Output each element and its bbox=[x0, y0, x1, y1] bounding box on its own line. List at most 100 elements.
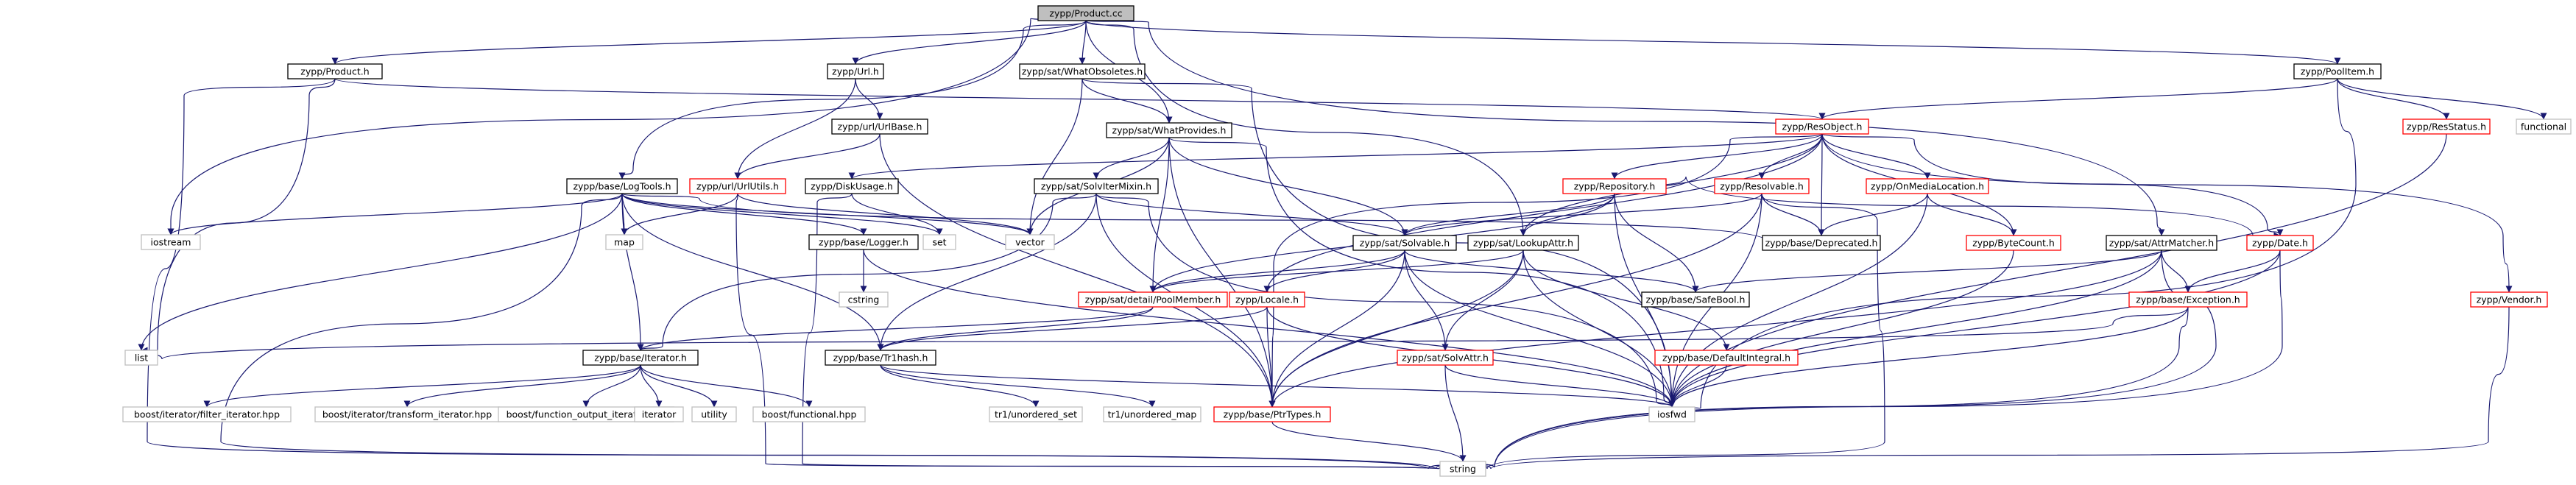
edge-whatprovides_h-to-poolmember_h bbox=[1149, 137, 1170, 293]
edge-iterator_h-to-utility bbox=[640, 364, 718, 408]
edge-tr1hash_h-to-iosfwd bbox=[880, 364, 1676, 408]
node-attrmatcher-h[interactable]: zypp/sat/AttrMatcher.h bbox=[2106, 235, 2217, 251]
node-label: zypp/DiskUsage.h bbox=[811, 181, 893, 192]
node-urlbase-h[interactable]: zypp/url/UrlBase.h bbox=[831, 118, 928, 135]
node-whatprovides-h[interactable]: zypp/sat/WhatProvides.h bbox=[1106, 122, 1232, 138]
node-label: zypp/Url.h bbox=[832, 66, 879, 77]
node-bytecount-h[interactable]: zypp/ByteCount.h bbox=[1966, 235, 2061, 251]
node-box bbox=[1034, 178, 1159, 194]
edge-lookupattr_h-to-iosfwd bbox=[1522, 249, 1676, 408]
node-logger-h[interactable]: zypp/base/Logger.h bbox=[808, 234, 919, 250]
node-label: zypp/OnMediaLocation.h bbox=[1871, 181, 1984, 192]
edge-resobject_h-to-ptrtypes_h bbox=[1268, 133, 1823, 408]
node-box bbox=[2402, 118, 2491, 135]
node-repository-h[interactable]: zypp/Repository.h bbox=[1562, 178, 1667, 194]
node-label: boost/function_output_iterator.hpp bbox=[507, 409, 666, 420]
node-resstatus-h[interactable]: zypp/ResStatus.h bbox=[2402, 118, 2491, 135]
node-label: zypp/base/Iterator.h bbox=[594, 353, 687, 364]
node-iterator-h[interactable]: zypp/base/Iterator.h bbox=[582, 350, 699, 366]
edge-product_h-to-list bbox=[141, 78, 336, 354]
node-defaultintegral-h[interactable]: zypp/base/DefaultIntegral.h bbox=[1654, 350, 1799, 366]
node-label: boost/functional.hpp bbox=[762, 409, 857, 420]
edge-logtools_h-to-logger_h bbox=[621, 193, 867, 236]
node-diskusage-h[interactable]: zypp/DiskUsage.h bbox=[805, 178, 899, 194]
edge-url_h-to-urlutils_h bbox=[734, 78, 856, 180]
node-date-h[interactable]: zypp/Date.h bbox=[2246, 235, 2314, 251]
edge-poolitem_h-to-functional bbox=[2337, 78, 2547, 120]
node-label: zypp/sat/SolvAttr.h bbox=[1402, 353, 1489, 364]
node-iosfwd: iosfwd bbox=[1648, 406, 1695, 422]
edge-onmedialocation_h-to-bytecount_h bbox=[1927, 193, 2017, 236]
edge-resobject_h-to-locale_h bbox=[1263, 133, 1823, 293]
node-ptrtypes-h[interactable]: zypp/base/PtrTypes.h bbox=[1213, 406, 1331, 422]
edge-solvable_h-to-iosfwd bbox=[1404, 249, 1676, 408]
edge-poolitem_h-to-resstatus_h bbox=[2337, 78, 2450, 120]
node-label: zypp/sat/AttrMatcher.h bbox=[2109, 238, 2214, 249]
edge-logtools_h-to-string bbox=[220, 193, 1467, 470]
node-exception-h[interactable]: zypp/base/Exception.h bbox=[2128, 291, 2248, 308]
node-lookupattr-h[interactable]: zypp/sat/LookupAttr.h bbox=[1467, 235, 1579, 251]
node-solvable-h[interactable]: zypp/sat/Solvable.h bbox=[1352, 235, 1457, 251]
node-locale-h[interactable]: zypp/Locale.h bbox=[1229, 291, 1305, 308]
node-deprecated-h[interactable]: zypp/base/Deprecated.h bbox=[1762, 235, 1881, 251]
node-list: list bbox=[124, 350, 158, 366]
node-box bbox=[1966, 235, 2061, 251]
edge-iterator_h-to-transform_iterator bbox=[403, 364, 641, 408]
node-logtools-h[interactable]: zypp/base/LogTools.h bbox=[566, 178, 678, 194]
node-label: iterator bbox=[642, 409, 677, 420]
node-urlutils-h[interactable]: zypp/url/UrlUtils.h bbox=[689, 178, 786, 194]
node-label: zypp/base/PtrTypes.h bbox=[1224, 409, 1321, 420]
edge-whatprovides_h-to-solvitermixin_h bbox=[1093, 137, 1170, 180]
node-root[interactable]: zypp/Product.cc bbox=[1037, 5, 1135, 21]
node-onmedialocation-h[interactable]: zypp/OnMediaLocation.h bbox=[1866, 178, 1989, 194]
edge-tr1hash_h-to-unordered_set bbox=[880, 364, 1040, 408]
edge-whatobsoletes_h-to-whatprovides_h bbox=[1081, 78, 1173, 124]
edge-root-to-whatobsoletes_h bbox=[1079, 20, 1087, 65]
node-label: zypp/sat/LookupAttr.h bbox=[1473, 238, 1573, 249]
node-poolitem-h[interactable]: zypp/PoolItem.h bbox=[2293, 63, 2382, 79]
edge-diskusage_h-to-string bbox=[802, 193, 1467, 470]
node-label: zypp/url/UrlUtils.h bbox=[696, 181, 779, 192]
node-box bbox=[1641, 291, 1750, 308]
node-box bbox=[141, 234, 201, 250]
edge-resobject_h-to-deprecated_h bbox=[1818, 133, 1825, 236]
edge-logtools_h-to-set bbox=[621, 193, 943, 236]
node-label: functional bbox=[2521, 121, 2566, 132]
node-label: boost/iterator/filter_iterator.hpp bbox=[134, 409, 280, 420]
node-box bbox=[566, 178, 678, 194]
node-label: zypp/base/LogTools.h bbox=[573, 181, 671, 192]
node-resolvable-h[interactable]: zypp/Resolvable.h bbox=[1714, 178, 1810, 194]
node-tr1hash-h[interactable]: zypp/base/Tr1hash.h bbox=[825, 350, 936, 366]
edge-product_h-to-resobject_h bbox=[334, 78, 1825, 120]
node-box bbox=[2516, 118, 2572, 135]
node-solvitermixin-h[interactable]: zypp/sat/SolvIterMixin.h bbox=[1034, 178, 1159, 194]
node-resobject-h[interactable]: zypp/ResObject.h bbox=[1775, 118, 1869, 135]
edge-resobject_h-to-repository_h bbox=[1611, 133, 1823, 180]
edge-whatprovides_h-to-solvable_h bbox=[1168, 137, 1408, 236]
edge-whatobsoletes_h-to-vector bbox=[1026, 78, 1083, 236]
node-label: zypp/ResObject.h bbox=[1782, 121, 1863, 132]
node-label: tr1/unordered_map bbox=[1108, 409, 1197, 420]
node-label: zypp/ByteCount.h bbox=[1972, 238, 2055, 249]
node-box bbox=[1467, 235, 1579, 251]
node-unordered-set: tr1/unordered_set bbox=[989, 406, 1083, 422]
edge-repository_h-to-lookupattr_h bbox=[1520, 193, 1615, 236]
node-box bbox=[1005, 234, 1055, 250]
node-label: zypp/sat/SolvIterMixin.h bbox=[1041, 181, 1151, 192]
node-product-h[interactable]: zypp/Product.h bbox=[287, 63, 383, 79]
node-url-h[interactable]: zypp/Url.h bbox=[827, 63, 884, 79]
node-box bbox=[752, 406, 866, 422]
node-whatobsoletes-h[interactable]: zypp/sat/WhatObsoletes.h bbox=[1019, 63, 1146, 79]
node-solvattr-h[interactable]: zypp/sat/SolvAttr.h bbox=[1397, 350, 1494, 366]
node-box bbox=[1648, 406, 1695, 422]
node-poolmember-h[interactable]: zypp/sat/detail/PoolMember.h bbox=[1078, 291, 1228, 308]
edge-locale_h-to-tr1hash_h bbox=[877, 306, 1268, 351]
node-box bbox=[1019, 63, 1146, 79]
node-box bbox=[2246, 235, 2314, 251]
node-safebool-h[interactable]: zypp/base/SafeBool.h bbox=[1641, 291, 1750, 308]
edge-poolitem_h-to-resobject_h bbox=[1818, 78, 2338, 120]
edge-product_h-to-string bbox=[147, 78, 1467, 470]
node-vendor-h[interactable]: zypp/Vendor.h bbox=[2470, 291, 2548, 308]
node-box bbox=[124, 350, 158, 366]
node-label: string bbox=[1450, 464, 1476, 475]
